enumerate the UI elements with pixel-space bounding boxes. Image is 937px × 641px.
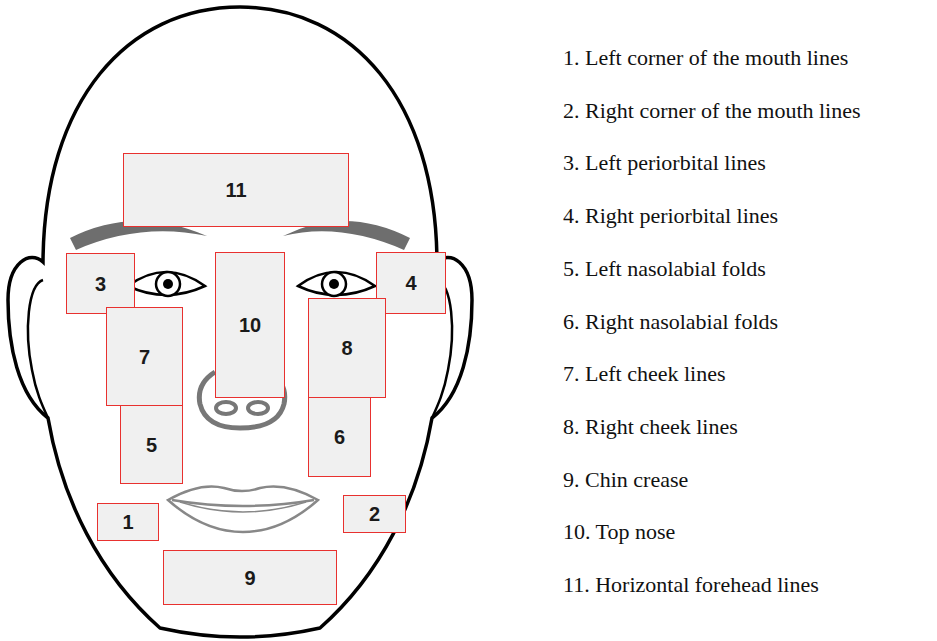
region-box: 7	[106, 307, 183, 406]
callout-number: 6	[334, 427, 345, 447]
region-box: 11	[123, 153, 349, 227]
legend-item: 3. Left periorbital lines	[563, 150, 766, 176]
region-box: 5	[120, 405, 183, 484]
eye	[128, 272, 205, 296]
callout-number: 2	[369, 504, 380, 524]
region-box: 3	[66, 253, 135, 314]
region-box: 1	[97, 503, 159, 541]
ear-line	[28, 280, 48, 418]
callout-number: 11	[225, 180, 246, 200]
region-box: 6	[308, 397, 371, 477]
callout-number: 9	[244, 568, 255, 588]
head-outline	[8, 7, 472, 637]
callout-number: 5	[146, 435, 157, 455]
legend-item: 11. Horizontal forehead lines	[563, 572, 819, 598]
callout-number: 8	[341, 338, 352, 358]
legend-item: 10. Top nose	[563, 519, 675, 545]
region-box: 4	[376, 252, 446, 314]
legend-item: 2. Right corner of the mouth lines	[563, 98, 861, 124]
legend-item: 6. Right nasolabial folds	[563, 309, 778, 335]
callout-number: 3	[95, 274, 106, 294]
region-box: 9	[163, 550, 337, 605]
legend-item: 9. Chin crease	[563, 467, 688, 493]
callout-number: 1	[122, 512, 133, 532]
eye	[298, 272, 375, 296]
legend-item: 7. Left cheek lines	[563, 361, 726, 387]
legend-item: 4. Right periorbital lines	[563, 203, 778, 229]
callout-number: 4	[405, 273, 416, 293]
callout-number: 10	[239, 315, 261, 335]
region-box: 10	[215, 252, 285, 398]
callout-number: 7	[139, 347, 150, 367]
legend-item: 5. Left nasolabial folds	[563, 256, 766, 282]
lips	[168, 487, 318, 533]
region-box: 2	[343, 495, 406, 533]
legend-item: 1. Left corner of the mouth lines	[563, 45, 848, 71]
region-box: 8	[308, 298, 386, 398]
legend-item: 8. Right cheek lines	[563, 414, 738, 440]
